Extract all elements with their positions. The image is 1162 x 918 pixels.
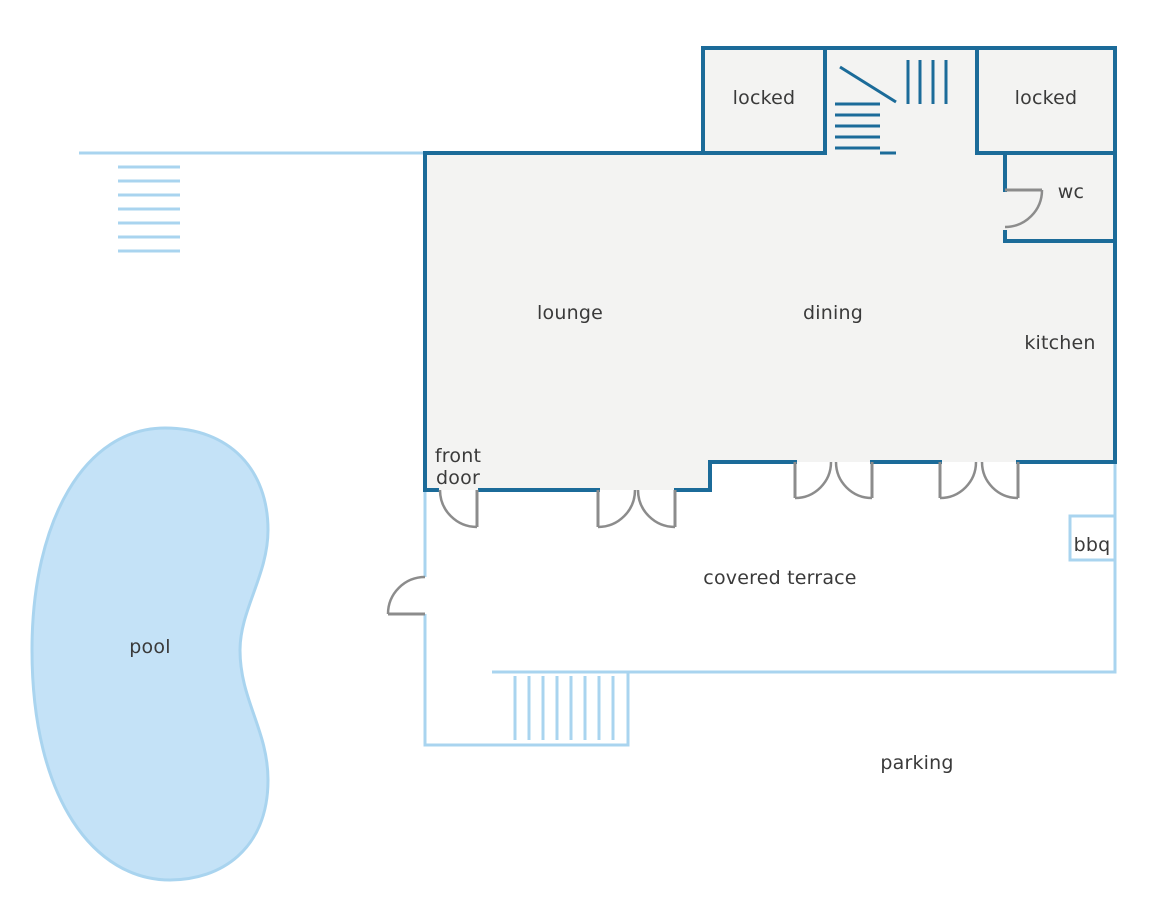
terrace-steps <box>513 676 615 740</box>
label-pool: pool <box>129 636 170 658</box>
locked-room-left-floor <box>703 48 825 153</box>
label-dining: dining <box>803 302 863 324</box>
terrace-outline-left <box>423 490 630 747</box>
wc-walls <box>1003 151 1117 243</box>
label-locked-left: locked <box>733 87 796 109</box>
label-bbq: bbq <box>1074 534 1111 556</box>
terrace-side-door <box>386 575 426 616</box>
locked-room-right-floor <box>977 48 1115 153</box>
label-front-door-line1: front <box>435 445 481 467</box>
dining-double-door <box>793 461 874 500</box>
label-locked-right: locked <box>1015 87 1078 109</box>
house-wall-outer <box>423 46 1117 492</box>
bbq-box <box>1068 514 1117 562</box>
label-parking: parking <box>880 752 953 774</box>
kitchen-double-door <box>938 461 1020 500</box>
label-lounge: lounge <box>537 302 603 324</box>
label-wc: wc <box>1058 181 1084 203</box>
lounge-double-door <box>596 489 677 529</box>
label-covered-terrace: covered terrace <box>703 567 856 589</box>
pool-shape <box>30 426 270 882</box>
staircase <box>835 60 948 155</box>
label-front-door-line2: door <box>436 467 480 489</box>
locked-left-walls <box>701 46 827 155</box>
locked-right-walls <box>975 46 1117 155</box>
label-kitchen: kitchen <box>1024 332 1095 354</box>
garden-steps <box>118 165 180 253</box>
wc-door <box>1004 188 1044 229</box>
front-door-swing <box>438 489 479 529</box>
house-wall-bottom-2 <box>674 460 797 492</box>
house-floor <box>425 48 1115 490</box>
